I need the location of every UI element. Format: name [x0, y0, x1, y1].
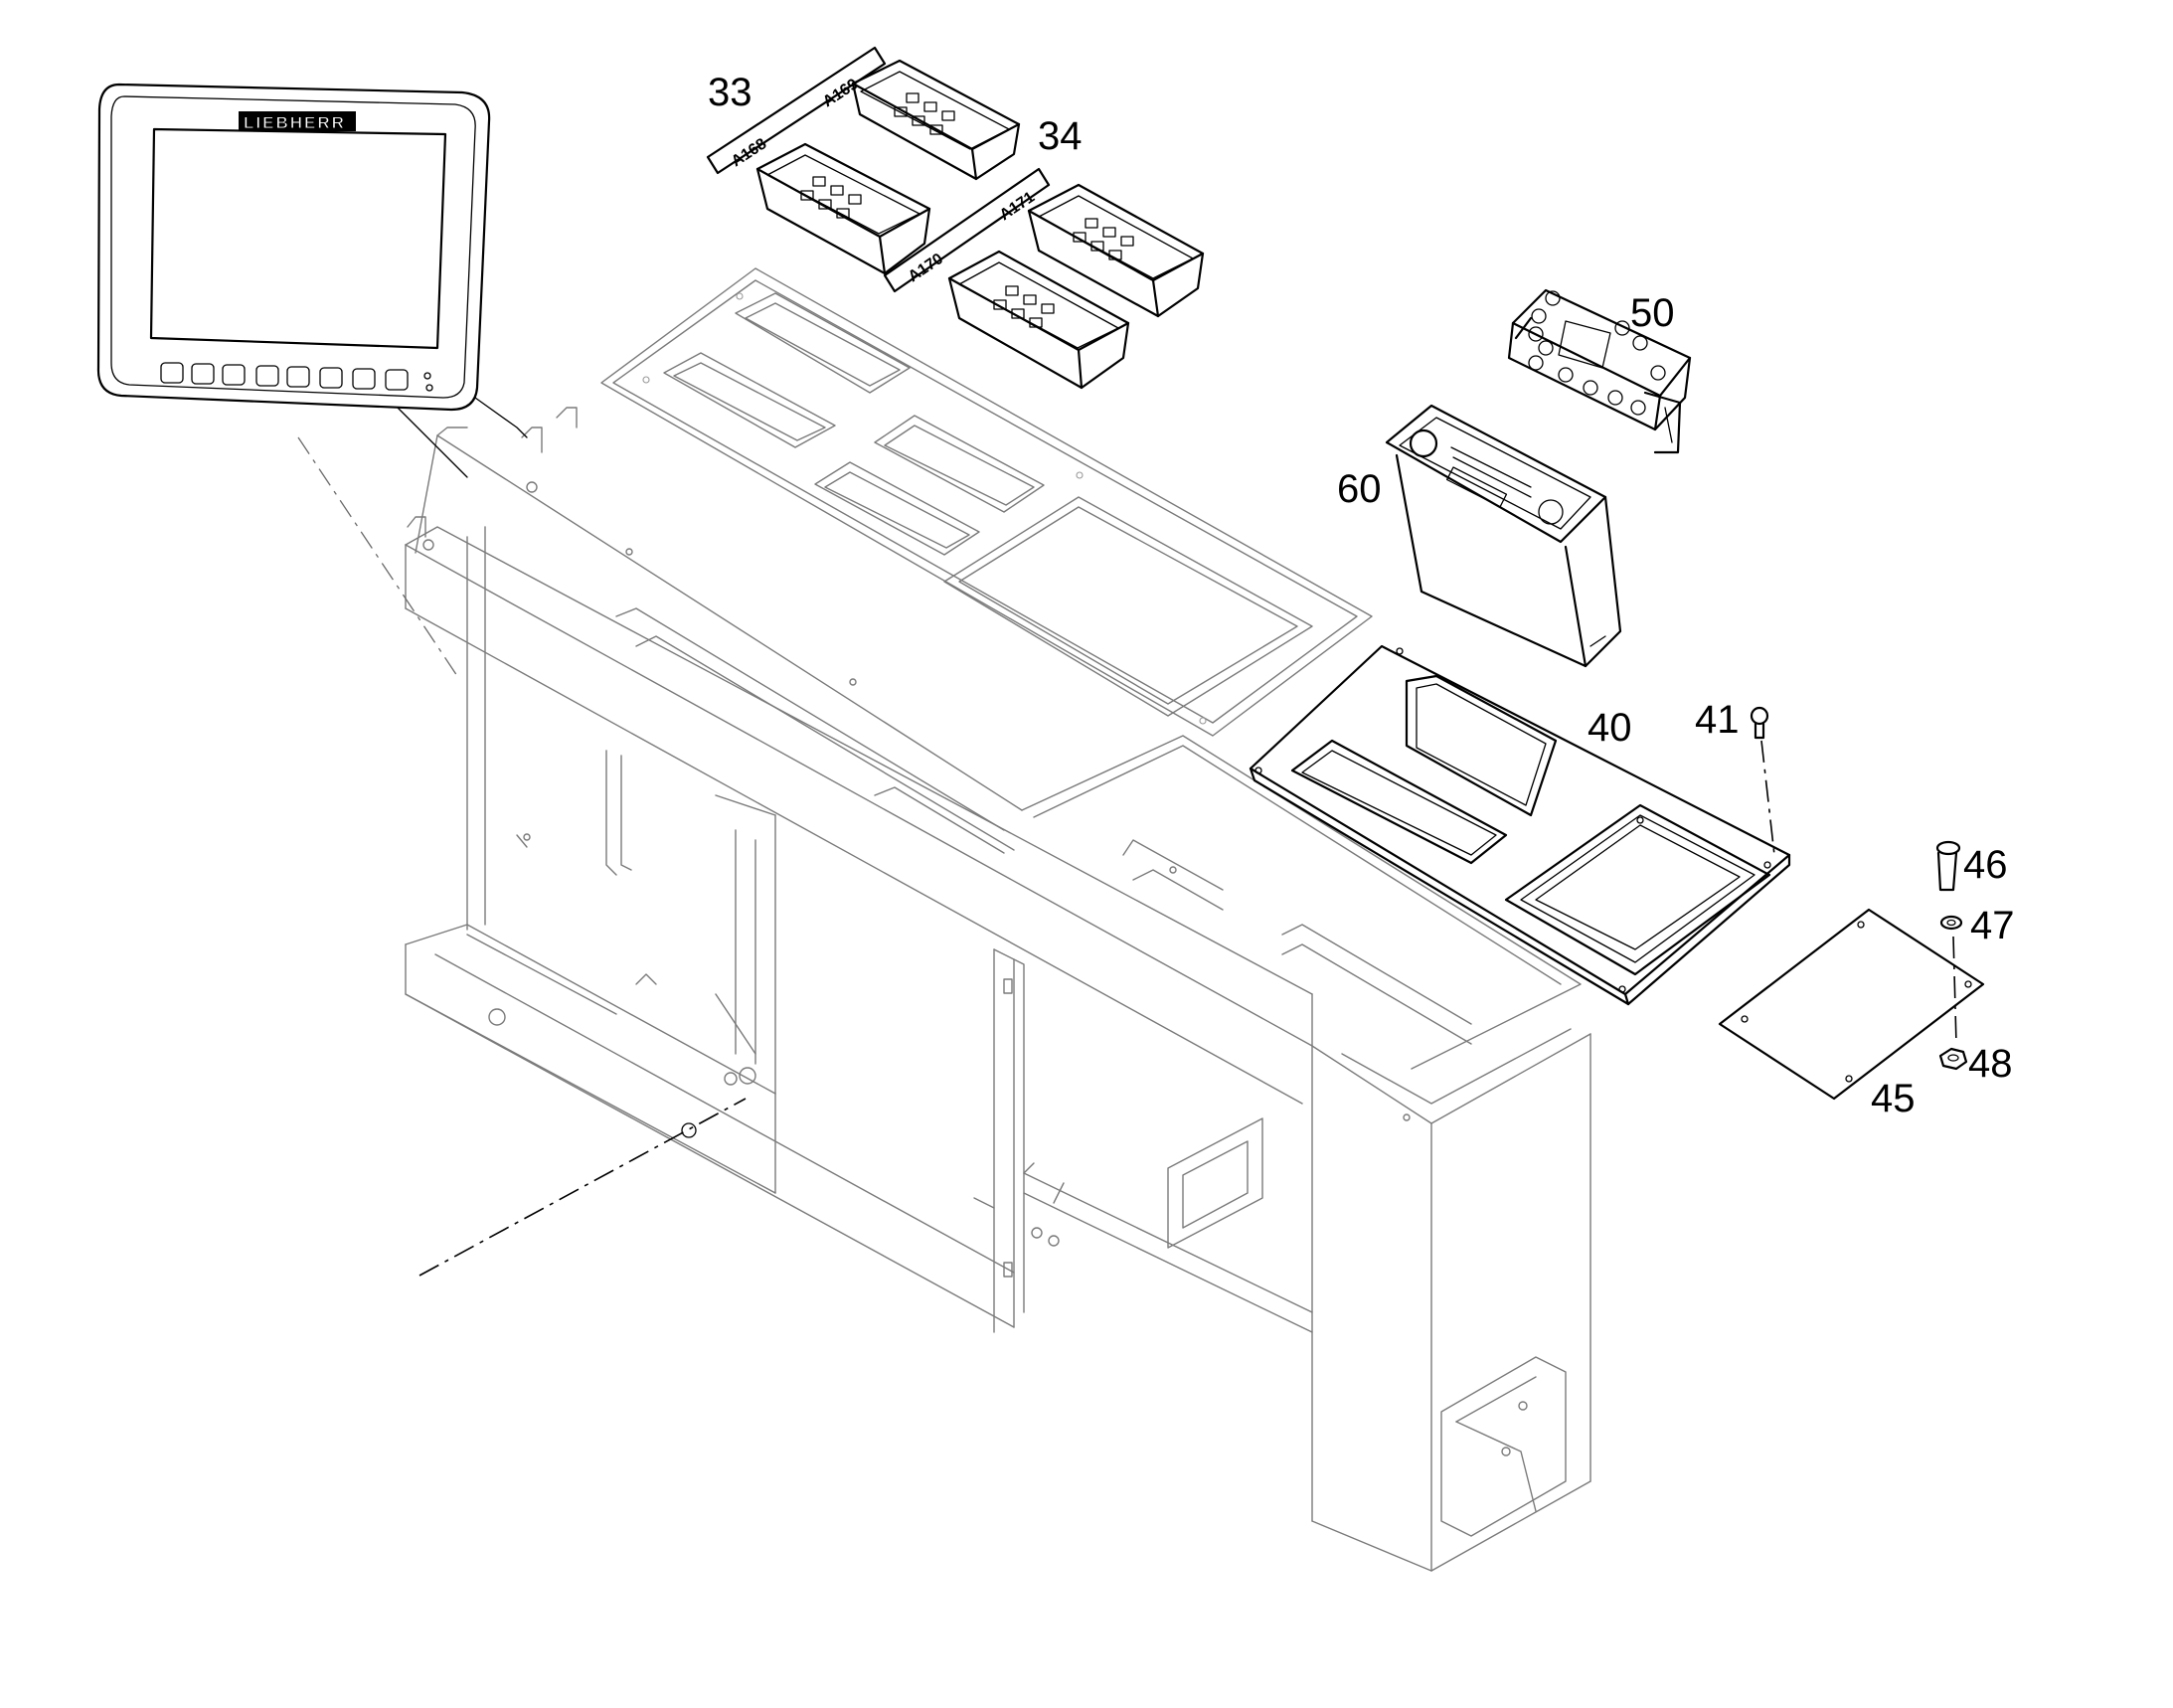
callout-60: 60	[1337, 467, 1382, 511]
switch-module-a168	[755, 142, 931, 275]
callout-41: 41	[1695, 698, 1740, 742]
screw-41	[1750, 706, 1775, 856]
washer-47	[1939, 915, 1963, 931]
display-monitor: LIEBHERR	[96, 83, 528, 677]
switch-module-a171	[1027, 183, 1205, 318]
brand-label: LIEBHERR	[244, 113, 346, 132]
callout-34: 34	[1038, 114, 1083, 158]
cover-plate-40	[1249, 644, 1791, 1006]
top-panel-frame	[600, 267, 1373, 737]
console-housing	[405, 407, 1591, 1572]
callout-45: 45	[1871, 1077, 1916, 1120]
callout-50: 50	[1630, 291, 1675, 335]
callouts: 33 34 50 60 40 41 46 47 48 45	[708, 71, 2015, 1120]
assembly-axis-housing	[418, 1098, 747, 1277]
monitor-buttons	[160, 362, 433, 392]
callout-47: 47	[1970, 904, 2015, 947]
module-label-strip-34: A170 A171	[883, 167, 1051, 293]
cover-45	[1718, 908, 1985, 1101]
assembly-axis-45	[1952, 936, 1957, 1045]
callout-48: 48	[1968, 1042, 2013, 1086]
callout-33: 33	[708, 71, 752, 114]
switch-module-a169	[851, 59, 1021, 181]
control-panel-50	[1507, 288, 1692, 454]
radio-unit-60	[1385, 404, 1622, 668]
callout-40: 40	[1588, 706, 1632, 750]
callout-46: 46	[1963, 843, 2008, 887]
switch-module-a170	[947, 250, 1130, 390]
bolt-46	[1935, 840, 1961, 892]
nut-48	[1938, 1047, 1968, 1071]
brand-plate	[239, 111, 356, 131]
module-tag-a169: A169	[820, 76, 861, 110]
